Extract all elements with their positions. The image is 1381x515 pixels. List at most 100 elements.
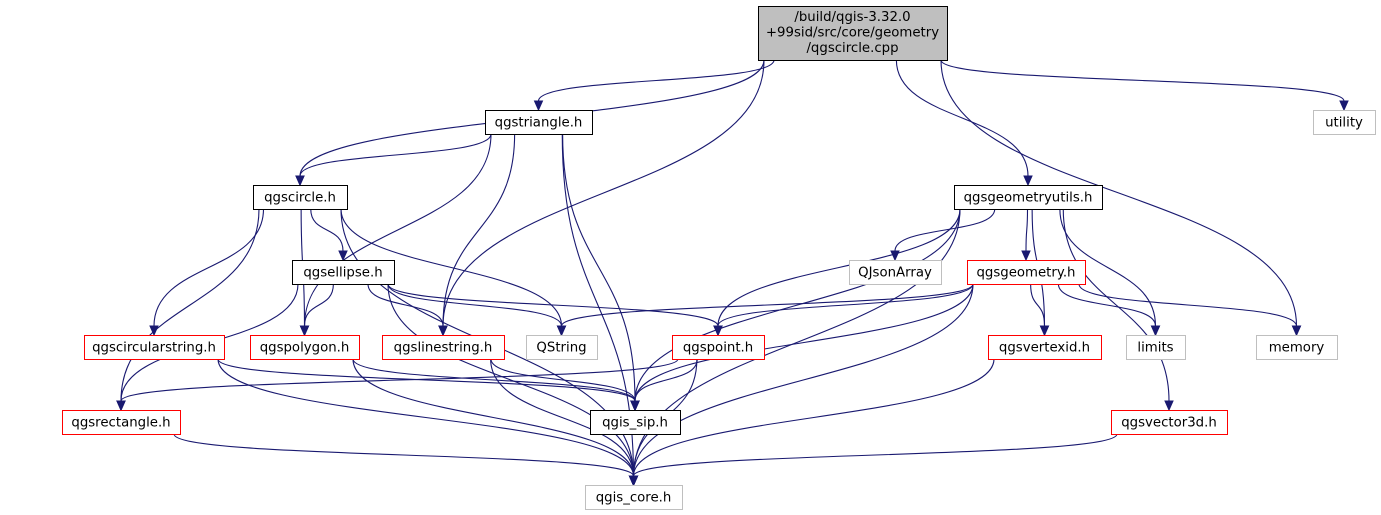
edge-line <box>387 283 563 327</box>
edge-arrowhead <box>1021 250 1031 262</box>
edge-arrowhead <box>149 325 159 337</box>
edge-line <box>1059 208 1157 327</box>
edge-line <box>940 59 1345 102</box>
edge-qgstriangle-to-qgis-sip <box>562 133 640 412</box>
edge-arrowhead <box>338 250 348 262</box>
edge-qgsellipse-to-qstring <box>387 283 567 337</box>
edge-arrowhead <box>630 400 640 412</box>
node-qgsvertexid[interactable]: qgsvertexid.h <box>988 335 1102 360</box>
node-label: limits <box>1137 341 1173 356</box>
edge-line <box>120 208 260 402</box>
node-qgscircle[interactable]: qgscircle.h <box>253 185 348 210</box>
edge-line <box>560 283 974 327</box>
edge-line <box>634 208 961 402</box>
edge-line <box>634 283 974 402</box>
node-qgis-core: qgis_core.h <box>585 485 683 510</box>
node-qgsgeometryutils[interactable]: qgsgeometryutils.h <box>954 185 1103 210</box>
node-box <box>84 335 225 360</box>
edge-root-to-qgsgeometryutils <box>895 59 1033 187</box>
node-box <box>253 185 348 210</box>
node-label: qgis_core.h <box>596 491 672 506</box>
edge-line <box>352 358 636 402</box>
node-label-line: /build/qgis-3.32.0 <box>794 10 910 25</box>
node-qgslinestring[interactable]: qgslinestring.h <box>382 335 505 360</box>
edge-qgsgeometry-to-memory <box>1078 283 1302 337</box>
edge-qgsgeometryutils-to-qgis-sip <box>630 208 961 412</box>
node-label: qgscircle.h <box>264 191 336 206</box>
node-label: qgsvertexid.h <box>999 341 1090 356</box>
edge-line <box>217 358 635 477</box>
node-box <box>954 185 1103 210</box>
edge-arrowhead <box>299 325 310 337</box>
node-qgsellipse[interactable]: qgsellipse.h <box>292 260 395 285</box>
edge-line <box>367 283 444 327</box>
node-qgstriangle[interactable]: qgstriangle.h <box>485 110 593 135</box>
edge-line <box>562 133 636 402</box>
node-label: memory <box>1269 341 1325 356</box>
node-qgsvector3d[interactable]: qgsvector3d.h <box>1111 410 1228 435</box>
edge-line <box>632 283 974 477</box>
node-label: qgspoint.h <box>683 341 753 356</box>
node-box <box>526 335 598 360</box>
node-box <box>62 410 181 435</box>
node-qgspolygon[interactable]: qgspolygon.h <box>250 335 360 360</box>
edge-line <box>490 358 636 402</box>
node-label: qgsvector3d.h <box>1121 416 1217 431</box>
edge-line <box>303 283 334 327</box>
edge-line <box>895 59 1029 177</box>
node-box <box>758 6 948 61</box>
edge-line <box>442 133 516 327</box>
edge-line <box>940 59 1298 327</box>
node-box <box>1111 410 1228 435</box>
node-qgsrectangle[interactable]: qgsrectangle.h <box>62 410 181 435</box>
edge-line <box>717 283 974 327</box>
edge-arrowhead <box>438 325 448 337</box>
node-box <box>585 485 683 510</box>
node-label-line: +99sid/src/core/geometry <box>766 26 939 41</box>
node-qgis-sip[interactable]: qgis_sip.h <box>590 410 681 435</box>
node-qgsgeometry[interactable]: qgsgeometry.h <box>967 260 1086 285</box>
edge-line <box>153 208 265 327</box>
node-qgspoint[interactable]: qgspoint.h <box>672 335 765 360</box>
node-label: qgscircularstring.h <box>92 341 216 356</box>
edge-qgsrectangle-to-qgis-core <box>173 433 639 487</box>
node-box <box>672 335 765 360</box>
node-box <box>967 260 1086 285</box>
edge-line <box>310 208 344 252</box>
edge-arrowhead <box>1023 175 1033 187</box>
edge-qgscircularstring-to-qgis-sip <box>217 358 640 412</box>
node-qgscircularstring[interactable]: qgscircularstring.h <box>84 335 225 360</box>
edge-root-to-utility <box>940 59 1349 112</box>
node-memory: memory <box>1256 335 1338 360</box>
edge-arrowhead <box>556 325 567 337</box>
node-qstring: QString <box>526 335 598 360</box>
node-qjsonarray: QJsonArray <box>849 260 942 285</box>
edge-qgsgeometry-to-qstring <box>556 283 974 337</box>
edge-arrowhead <box>1039 325 1050 337</box>
edge-qgsvector3d-to-qgis-core <box>628 433 1118 487</box>
node-label: qgspolygon.h <box>260 341 350 356</box>
node-label: qgstriangle.h <box>495 116 583 131</box>
edge-line <box>490 358 635 477</box>
node-root[interactable]: /build/qgis-3.32.0+99sid/src/core/geomet… <box>758 6 948 61</box>
node-box <box>485 110 593 135</box>
node-label: qgis_sip.h <box>602 416 668 431</box>
edge-line <box>632 358 995 477</box>
edge-qgsgeometry-to-limits <box>1057 283 1161 337</box>
edge-line <box>632 433 1118 477</box>
node-label: qgslinestring.h <box>394 341 493 356</box>
node-label: qgsgeometry.h <box>976 266 1075 281</box>
edge-line <box>1025 208 1029 252</box>
node-limits: limits <box>1126 335 1186 360</box>
node-box <box>1126 335 1186 360</box>
edge-line <box>120 358 679 402</box>
edge-arrowhead <box>1150 325 1161 337</box>
edge-qgsellipse-to-qgspolygon <box>299 283 334 337</box>
node-box <box>849 260 942 285</box>
node-label: QString <box>536 341 586 356</box>
edge-arrowhead <box>890 250 900 262</box>
edge-qgscircle-to-qgsellipse <box>310 208 348 262</box>
node-label: QJsonArray <box>858 266 932 281</box>
edge-line <box>442 59 765 327</box>
